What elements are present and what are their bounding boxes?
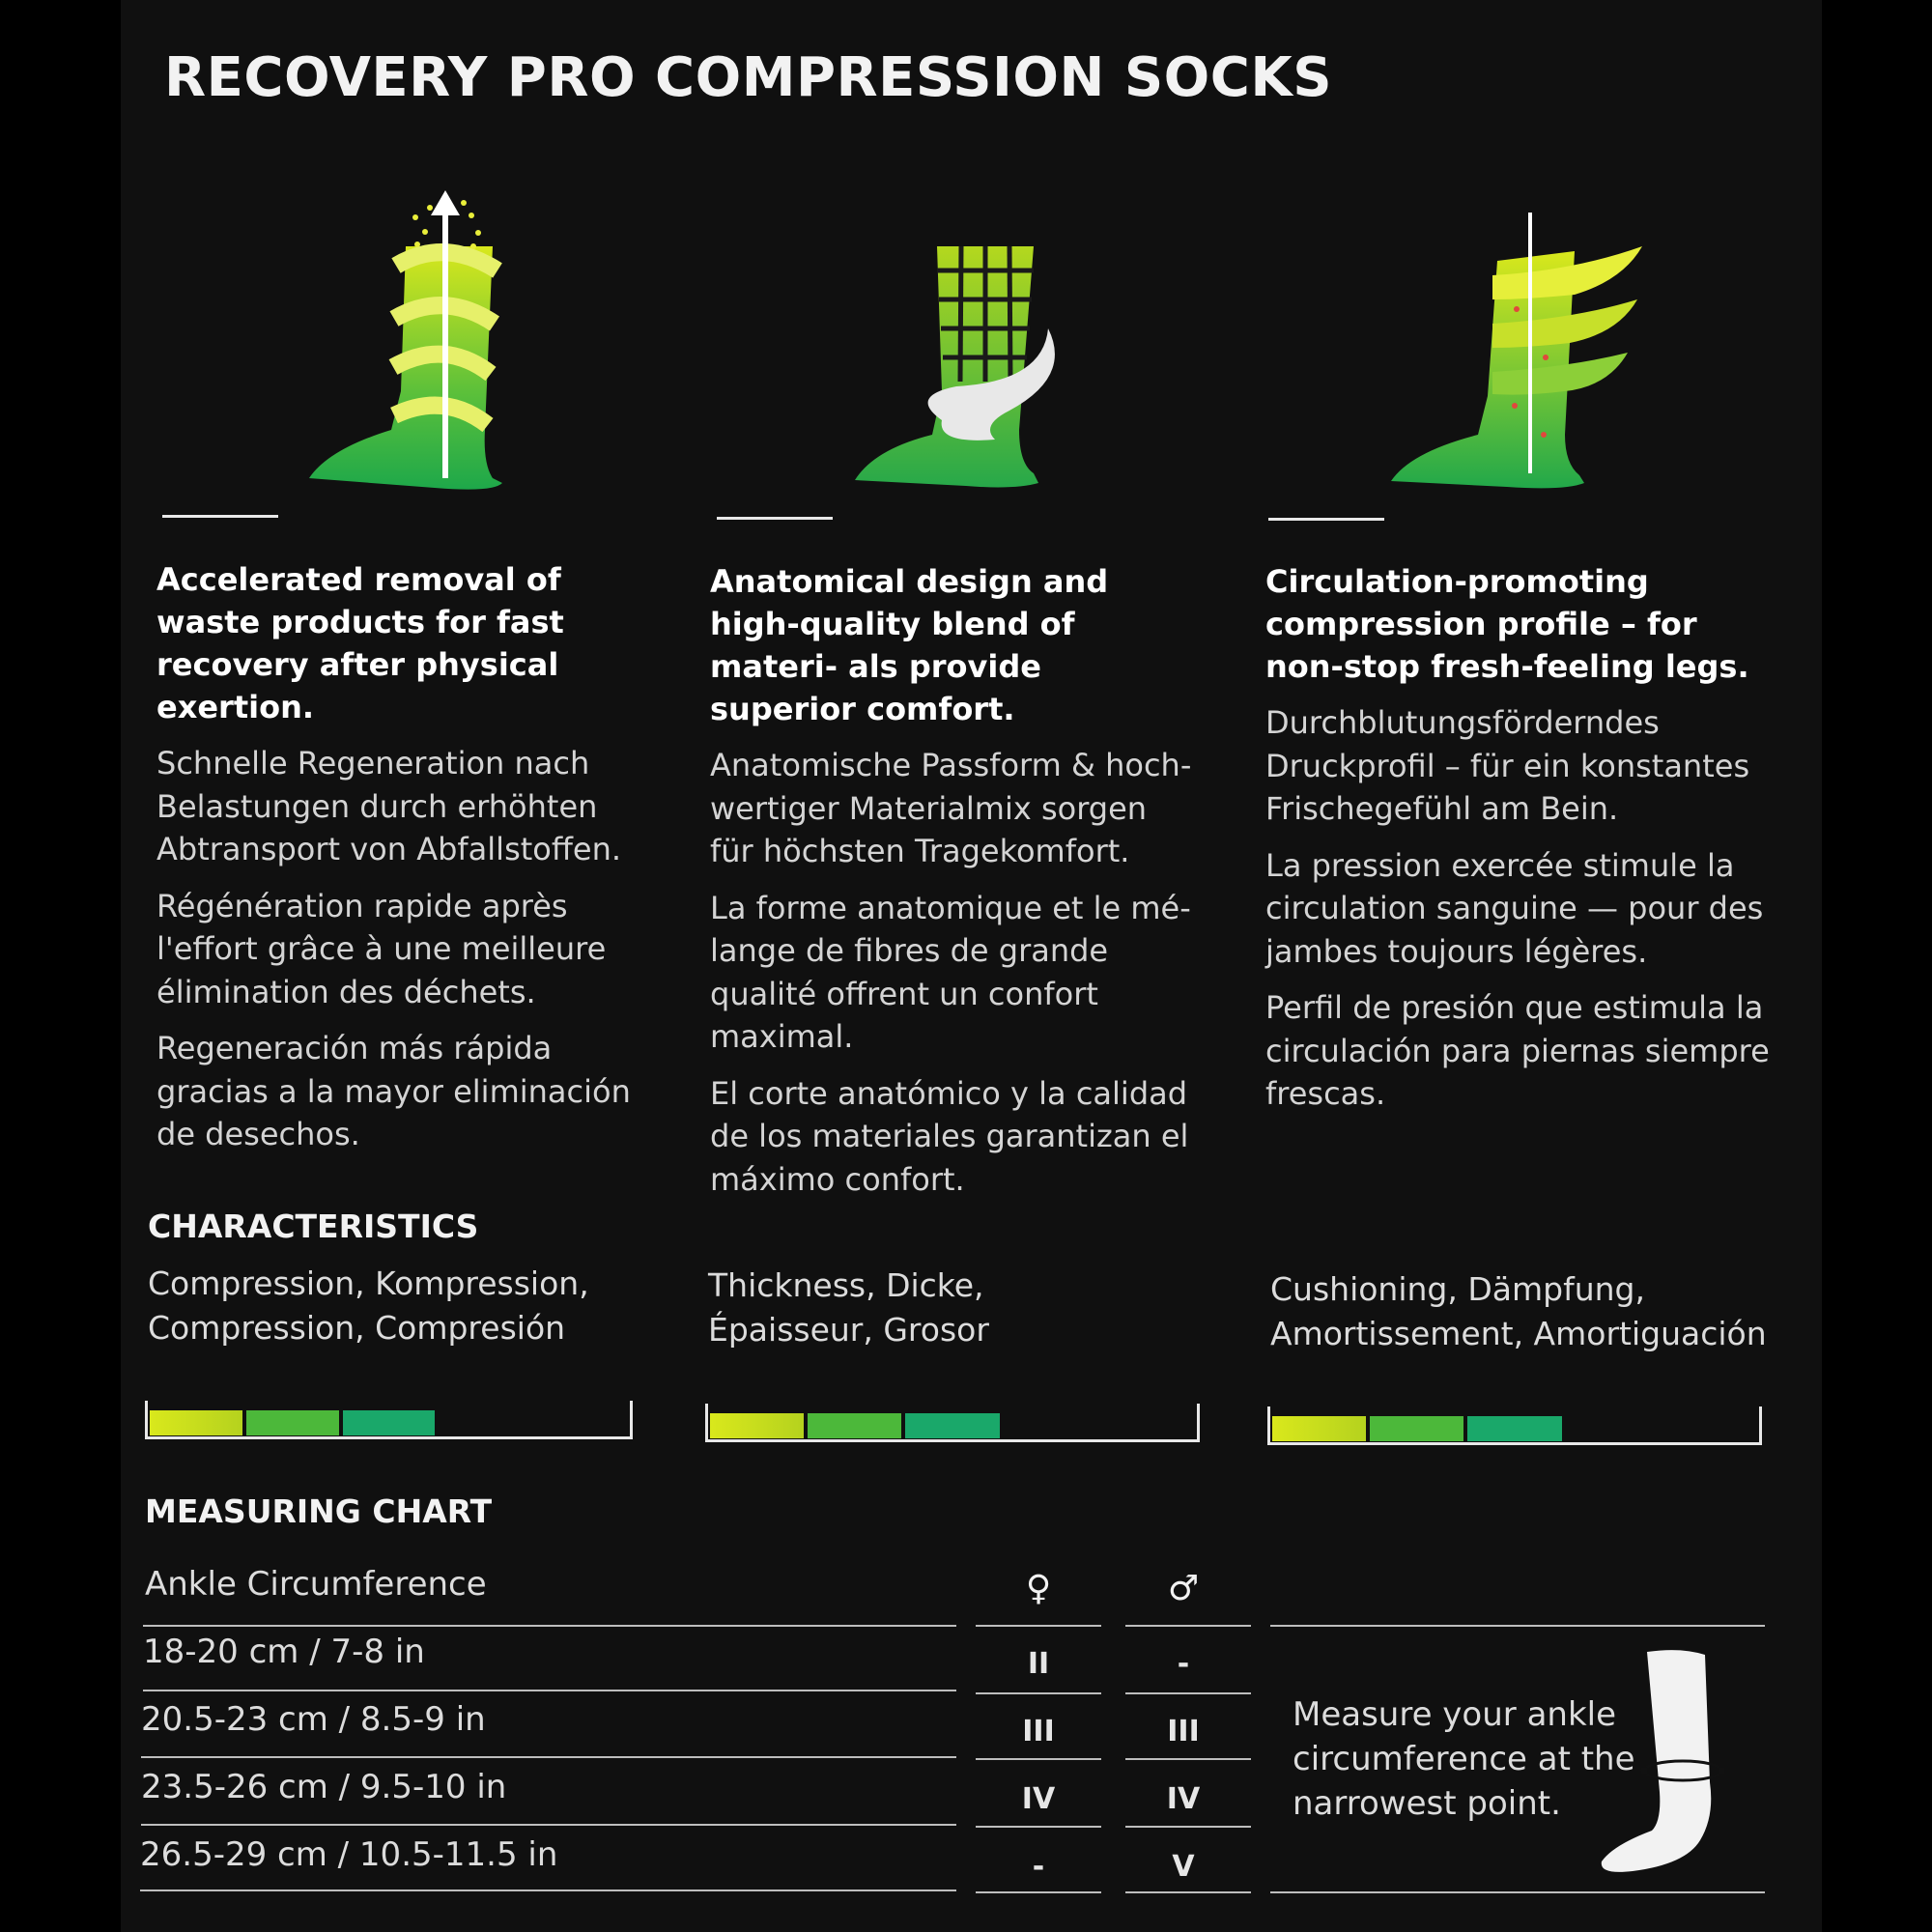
ankle-circumference-header: Ankle Circumference xyxy=(145,1565,487,1604)
page-title: RECOVERY PRO COMPRESSION SOCKS xyxy=(164,46,1333,109)
meter-segment xyxy=(1272,1416,1367,1441)
meter-segment xyxy=(710,1413,805,1438)
meter-segment xyxy=(1467,1416,1562,1441)
meter-segment xyxy=(245,1410,339,1435)
feature-text-de: Durchblutungsförderndes Druckprofil – fü… xyxy=(1265,704,1750,827)
characteristics-heading: CHARACTERISTICS xyxy=(148,1208,479,1245)
divider-1 xyxy=(162,515,278,518)
table-rule xyxy=(976,1758,1101,1760)
characteristic-label-compression: Compression, Kompression, Compression, C… xyxy=(148,1264,589,1347)
male-size: V xyxy=(1172,1850,1195,1884)
measuring-note: Measure your ankle circumference at the … xyxy=(1293,1695,1635,1823)
feature-column-3: Circulation-promoting compression profil… xyxy=(1265,560,1777,1129)
table-rule xyxy=(1125,1891,1251,1893)
characteristic-label-thickness: Thickness, Dicke, Épaisseur, Grosor xyxy=(708,1266,989,1349)
feature-text-es: El corte anatómico y la calidad de los m… xyxy=(710,1074,1189,1198)
table-rule xyxy=(143,1690,956,1691)
table-rule xyxy=(1125,1826,1251,1828)
feature-column-1: Accelerated removal of waste products fo… xyxy=(156,558,659,1170)
male-size: IV xyxy=(1166,1782,1201,1816)
sock-waste-removal-icon xyxy=(299,188,589,517)
male-symbol: ♂ xyxy=(1167,1569,1200,1608)
feature-column-2: Anatomical design and high-quality blend… xyxy=(710,560,1198,1214)
feature-text-es: Perfil de presión que estimula la circul… xyxy=(1265,989,1770,1112)
table-rule xyxy=(1125,1625,1251,1627)
divider-3 xyxy=(1268,518,1384,521)
table-rule xyxy=(1125,1692,1251,1694)
female-size: - xyxy=(1032,1850,1045,1884)
measuring-chart-heading: MEASURING CHART xyxy=(145,1492,493,1530)
table-rule xyxy=(976,1692,1101,1694)
table-row-range: 26.5-29 cm / 10.5-11.5 in xyxy=(140,1835,558,1874)
table-rule xyxy=(143,1625,956,1627)
female-size: II xyxy=(1027,1647,1050,1681)
feature-text-fr: La forme anatomique et le mé- lange de f… xyxy=(710,889,1191,1056)
feature-heading: Circulation-promoting compression profil… xyxy=(1265,563,1749,685)
table-row-range: 23.5-26 cm / 9.5-10 in xyxy=(141,1768,507,1806)
table-rule xyxy=(1270,1891,1765,1893)
female-size: IV xyxy=(1021,1782,1056,1816)
meter-segment xyxy=(342,1410,436,1435)
thickness-meter xyxy=(705,1404,1200,1442)
table-rule xyxy=(1270,1625,1765,1627)
table-rule xyxy=(976,1891,1101,1893)
meter-segment xyxy=(1370,1416,1464,1441)
table-row-range: 18-20 cm / 7-8 in xyxy=(143,1633,425,1671)
feature-text-es: Regeneración más rápida gracias a la may… xyxy=(156,1030,631,1152)
divider-2 xyxy=(717,517,833,520)
feature-text-de: Anatomische Passform & hoch- wertiger Ma… xyxy=(710,747,1192,869)
table-rule xyxy=(1125,1758,1251,1760)
male-size: - xyxy=(1177,1647,1190,1681)
characteristic-label-cushioning: Cushioning, Dämpfung, Amortissement, Amo… xyxy=(1270,1270,1767,1352)
table-rule xyxy=(141,1824,956,1826)
male-size: III xyxy=(1167,1715,1200,1748)
ankle-measure-sock-icon xyxy=(1594,1647,1768,1879)
feature-heading: Accelerated removal of waste products fo… xyxy=(156,561,564,725)
female-size: III xyxy=(1022,1715,1055,1748)
table-rule xyxy=(140,1889,956,1891)
sock-anatomical-design-icon xyxy=(840,227,1130,555)
compression-meter xyxy=(145,1401,633,1439)
table-row-range: 20.5-23 cm / 8.5-9 in xyxy=(141,1700,486,1739)
feature-text-fr: La pression exercée stimule la circulati… xyxy=(1265,846,1764,970)
feature-text-fr: Régénération rapide après l'effort grâce… xyxy=(156,887,607,1010)
table-rule xyxy=(976,1826,1101,1828)
meter-segment xyxy=(150,1410,242,1435)
table-rule xyxy=(141,1756,956,1758)
feature-text-de: Schnelle Regeneration nach Belastungen d… xyxy=(156,745,622,867)
table-rule xyxy=(976,1625,1101,1627)
meter-segment xyxy=(808,1413,902,1438)
feature-heading: Anatomical design and high-quality blend… xyxy=(710,563,1109,727)
sock-circulation-icon xyxy=(1381,203,1671,531)
cushioning-meter xyxy=(1267,1406,1762,1445)
meter-segment xyxy=(905,1413,1000,1438)
female-symbol: ♀ xyxy=(1025,1569,1052,1608)
